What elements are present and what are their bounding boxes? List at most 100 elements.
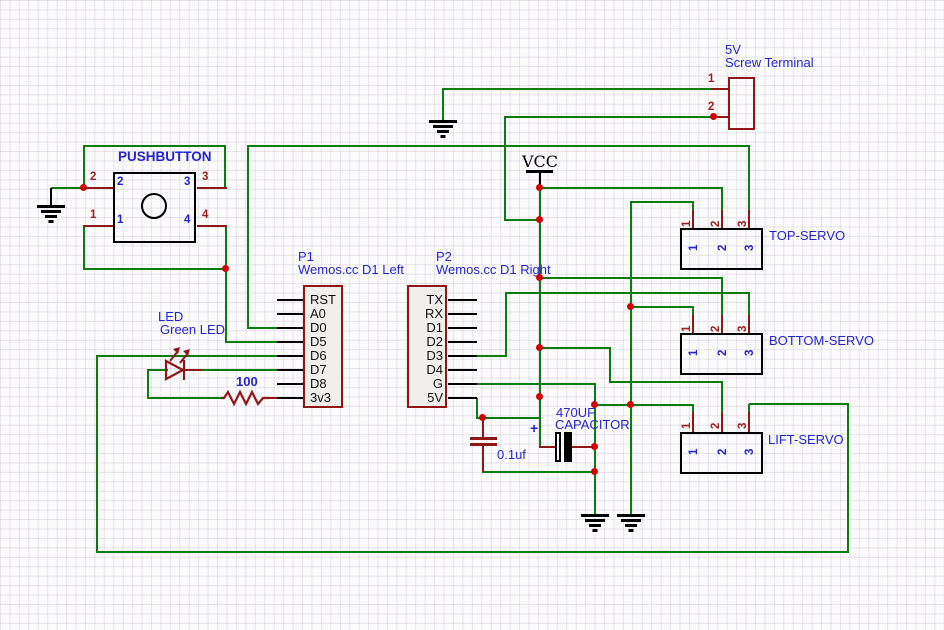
wire-button-d5[interactable] — [225, 269, 227, 343]
wire-d6-lift-servo[interactable] — [96, 355, 278, 357]
wire-d0-top-servo[interactable] — [247, 146, 249, 329]
resistor-lead[interactable] — [266, 397, 278, 399]
pin-stub[interactable] — [748, 210, 750, 229]
wire-screw2-vcc[interactable] — [504, 219, 541, 221]
wire-vcc-top-servo[interactable] — [721, 188, 723, 211]
wire-screw2-vcc[interactable] — [504, 116, 712, 118]
wire-d6-lift-servo[interactable] — [748, 404, 750, 413]
cap-electrolytic-symbol-icon[interactable] — [564, 432, 572, 462]
led-symbol-icon[interactable] — [164, 358, 188, 382]
wire-d3-bottom-servo[interactable] — [748, 293, 750, 316]
wire-gnd-rail[interactable] — [630, 202, 632, 514]
wire-cap-gnd[interactable] — [482, 471, 596, 473]
pin-stub[interactable] — [448, 327, 477, 329]
lift-servo-body[interactable] — [680, 432, 763, 474]
pin-stub[interactable] — [448, 313, 477, 315]
pin-stub[interactable] — [711, 116, 729, 118]
wire-gnd-button[interactable] — [51, 187, 84, 189]
pin-stub[interactable] — [197, 187, 227, 189]
pin-stub[interactable] — [692, 315, 694, 334]
pin-stub[interactable] — [721, 315, 723, 334]
pin-stub[interactable] — [448, 355, 477, 357]
pushbutton-body[interactable] — [113, 172, 196, 243]
wire-gnd-button[interactable] — [83, 146, 85, 188]
wire-led-resistor[interactable] — [147, 397, 223, 399]
pin-stub[interactable] — [448, 299, 477, 301]
wire-button-d5[interactable] — [83, 268, 227, 270]
pin-stub[interactable] — [448, 341, 477, 343]
cap-ceramic-lead[interactable] — [482, 446, 484, 472]
wire-d6-lift-servo[interactable] — [96, 356, 98, 553]
pin-stub[interactable] — [277, 355, 304, 357]
wire-d0-top-servo[interactable] — [247, 145, 750, 147]
pin-stub[interactable] — [448, 383, 477, 385]
wire-gnd-bottom1[interactable] — [692, 307, 694, 316]
pin-stub[interactable] — [711, 88, 729, 90]
wire-gnd-lift1[interactable] — [594, 404, 694, 406]
pin-stub[interactable] — [748, 412, 750, 433]
wire-d3-bottom-servo[interactable] — [505, 292, 750, 294]
cap-electrolytic-lead[interactable] — [539, 446, 556, 448]
pin-stub[interactable] — [277, 313, 304, 315]
wire-led-anode[interactable] — [147, 369, 168, 371]
pin-stub[interactable] — [721, 210, 723, 229]
wire-d6-lift-servo[interactable] — [847, 404, 849, 553]
wire-gnd-screw1[interactable] — [442, 89, 444, 120]
pin-stub[interactable] — [692, 210, 694, 229]
wire-vcc-bottom-servo[interactable] — [721, 278, 723, 316]
wire-vcc-lift-servo[interactable] — [539, 347, 611, 349]
wire-gnd-top1[interactable] — [692, 202, 694, 211]
pin-stub[interactable] — [277, 299, 304, 301]
led-cathode-lead[interactable] — [184, 369, 202, 371]
resistor-symbol-icon[interactable] — [220, 389, 270, 407]
wire-vcc-lift-servo[interactable] — [721, 382, 723, 413]
pin-stub[interactable] — [83, 187, 114, 189]
wire-screw2-vcc[interactable] — [504, 117, 506, 221]
wire-gnd-screw1[interactable] — [442, 88, 712, 90]
wire-d3-bottom-servo[interactable] — [477, 355, 507, 357]
pin-stub[interactable] — [277, 341, 304, 343]
wire-d3-bottom-servo[interactable] — [505, 292, 507, 356]
wire-gnd-button[interactable] — [83, 145, 226, 147]
wire-gnd-lift1[interactable] — [692, 405, 694, 413]
pin-stub[interactable] — [277, 369, 304, 371]
wire-d0-top-servo[interactable] — [247, 327, 277, 329]
cap-ceramic-lead[interactable] — [482, 418, 484, 439]
cap-electrolytic-lead[interactable] — [571, 446, 596, 448]
wire-vcc-top-servo[interactable] — [539, 187, 723, 189]
wire-d0-top-servo[interactable] — [748, 146, 750, 211]
wire-gnd-top1[interactable] — [630, 201, 694, 203]
wire-g-gnd[interactable] — [477, 383, 596, 385]
wire-vcc-lift-servo[interactable] — [609, 381, 723, 383]
screw-terminal-body[interactable] — [728, 77, 755, 130]
wire-d6-lift-servo[interactable] — [96, 551, 849, 553]
wire-gnd-button[interactable] — [224, 146, 226, 189]
p1-header-body[interactable] — [303, 285, 343, 408]
wire-button-d5[interactable] — [225, 226, 227, 269]
wire-5v[interactable] — [476, 398, 478, 419]
bottom-servo-body[interactable] — [680, 333, 763, 375]
top-servo-body[interactable] — [680, 228, 763, 270]
pin-stub[interactable] — [83, 225, 114, 227]
cap-electrolytic-symbol-icon[interactable] — [555, 432, 561, 462]
wire-vcc-rail[interactable] — [539, 186, 541, 447]
wire-vcc-lift-servo[interactable] — [609, 348, 611, 383]
p2-header-body[interactable] — [407, 285, 447, 408]
pin-stub[interactable] — [448, 397, 477, 399]
pin-stub[interactable] — [692, 412, 694, 433]
pin-stub[interactable] — [197, 225, 227, 227]
wire-gnd-bottom1[interactable] — [630, 306, 694, 308]
wire-button-d5[interactable] — [225, 341, 277, 343]
wire-led-d7[interactable] — [201, 369, 278, 371]
wire-led-anode[interactable] — [147, 370, 149, 399]
pin-stub[interactable] — [277, 397, 304, 399]
pin-stub[interactable] — [721, 412, 723, 433]
pin-stub[interactable] — [277, 327, 304, 329]
wire-5v[interactable] — [476, 417, 541, 419]
pin-stub[interactable] — [277, 383, 304, 385]
pin-stub[interactable] — [448, 369, 477, 371]
wire-button-d5[interactable] — [83, 226, 85, 270]
pin-stub[interactable] — [748, 315, 750, 334]
wire-d6-lift-servo[interactable] — [749, 403, 849, 405]
